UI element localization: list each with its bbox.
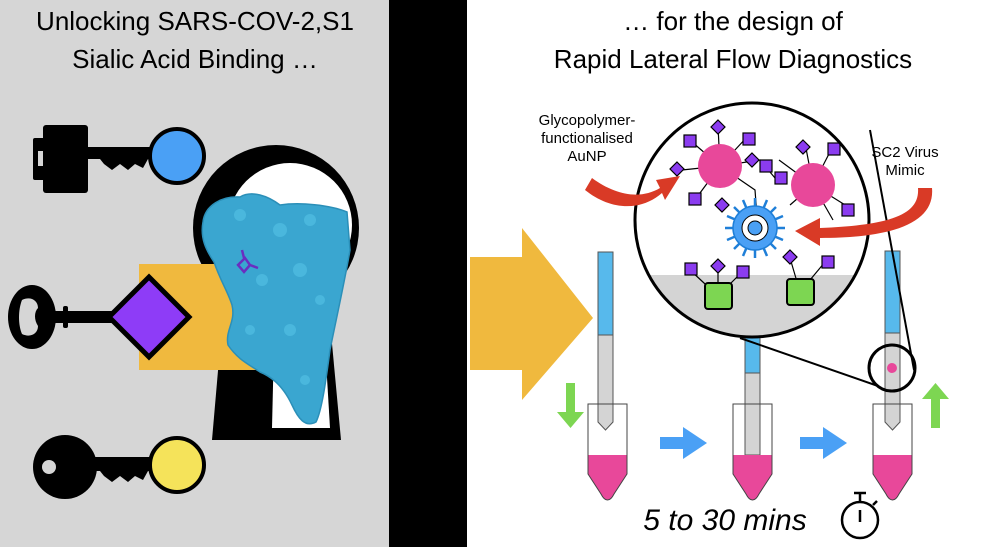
red-arrow-virus-icon xyxy=(795,188,933,246)
big-arrow-icon xyxy=(470,228,593,400)
red-arrow-aunp-icon xyxy=(585,176,680,207)
label-aunp-line1: Glycopolymer- xyxy=(539,112,636,129)
stopwatch-icon xyxy=(840,491,880,540)
sample-tube-3 xyxy=(872,403,913,501)
magnifier-small-circle xyxy=(867,343,917,393)
glycan-units xyxy=(669,119,855,279)
up-arrow-icon xyxy=(922,383,949,428)
gold-nanoparticle-1 xyxy=(698,144,742,188)
virus-mimic-icon xyxy=(725,198,785,258)
key-blue-icon xyxy=(33,125,206,193)
right-arrow-icon-2 xyxy=(800,427,847,459)
key-purple-icon xyxy=(8,273,193,361)
label-virus-line1: SC2 Virus xyxy=(871,144,938,161)
capture-antibody-1 xyxy=(704,282,733,310)
right-title-line2: Rapid Lateral Flow Diagnostics xyxy=(554,44,912,74)
left-title-line2: Sialic Acid Binding … xyxy=(72,44,318,74)
magnifier-line-1 xyxy=(869,129,915,371)
magnifier-line-2 xyxy=(739,337,879,387)
spike-protein-structure xyxy=(201,193,351,425)
sample-tube-2 xyxy=(732,403,773,501)
zoom-inset xyxy=(633,101,871,339)
label-aunp-line3: AuNP xyxy=(567,148,606,165)
test-line-dot xyxy=(887,363,897,373)
test-strip-1 xyxy=(597,251,614,431)
label-virus-line2: Mimic xyxy=(885,162,925,179)
label-aunp-line2: functionalised xyxy=(541,130,633,147)
sialic-acid-ligand xyxy=(236,249,259,274)
right-title-line1: … for the design of xyxy=(623,6,843,36)
right-arrow-icon-1 xyxy=(660,427,707,459)
gold-nanoparticle-2 xyxy=(791,163,835,207)
panel-divider xyxy=(389,0,467,547)
sample-tube-1 xyxy=(587,403,628,501)
left-title-line1: Unlocking SARS-COV-2,S1 xyxy=(36,6,354,36)
time-text: 5 to 30 mins xyxy=(643,504,806,537)
test-strip-2 xyxy=(744,334,761,456)
capture-antibody-2 xyxy=(786,278,815,306)
key-yellow-icon xyxy=(33,435,206,499)
protein-surface-texture xyxy=(234,209,325,385)
down-arrow-icon xyxy=(557,383,584,428)
